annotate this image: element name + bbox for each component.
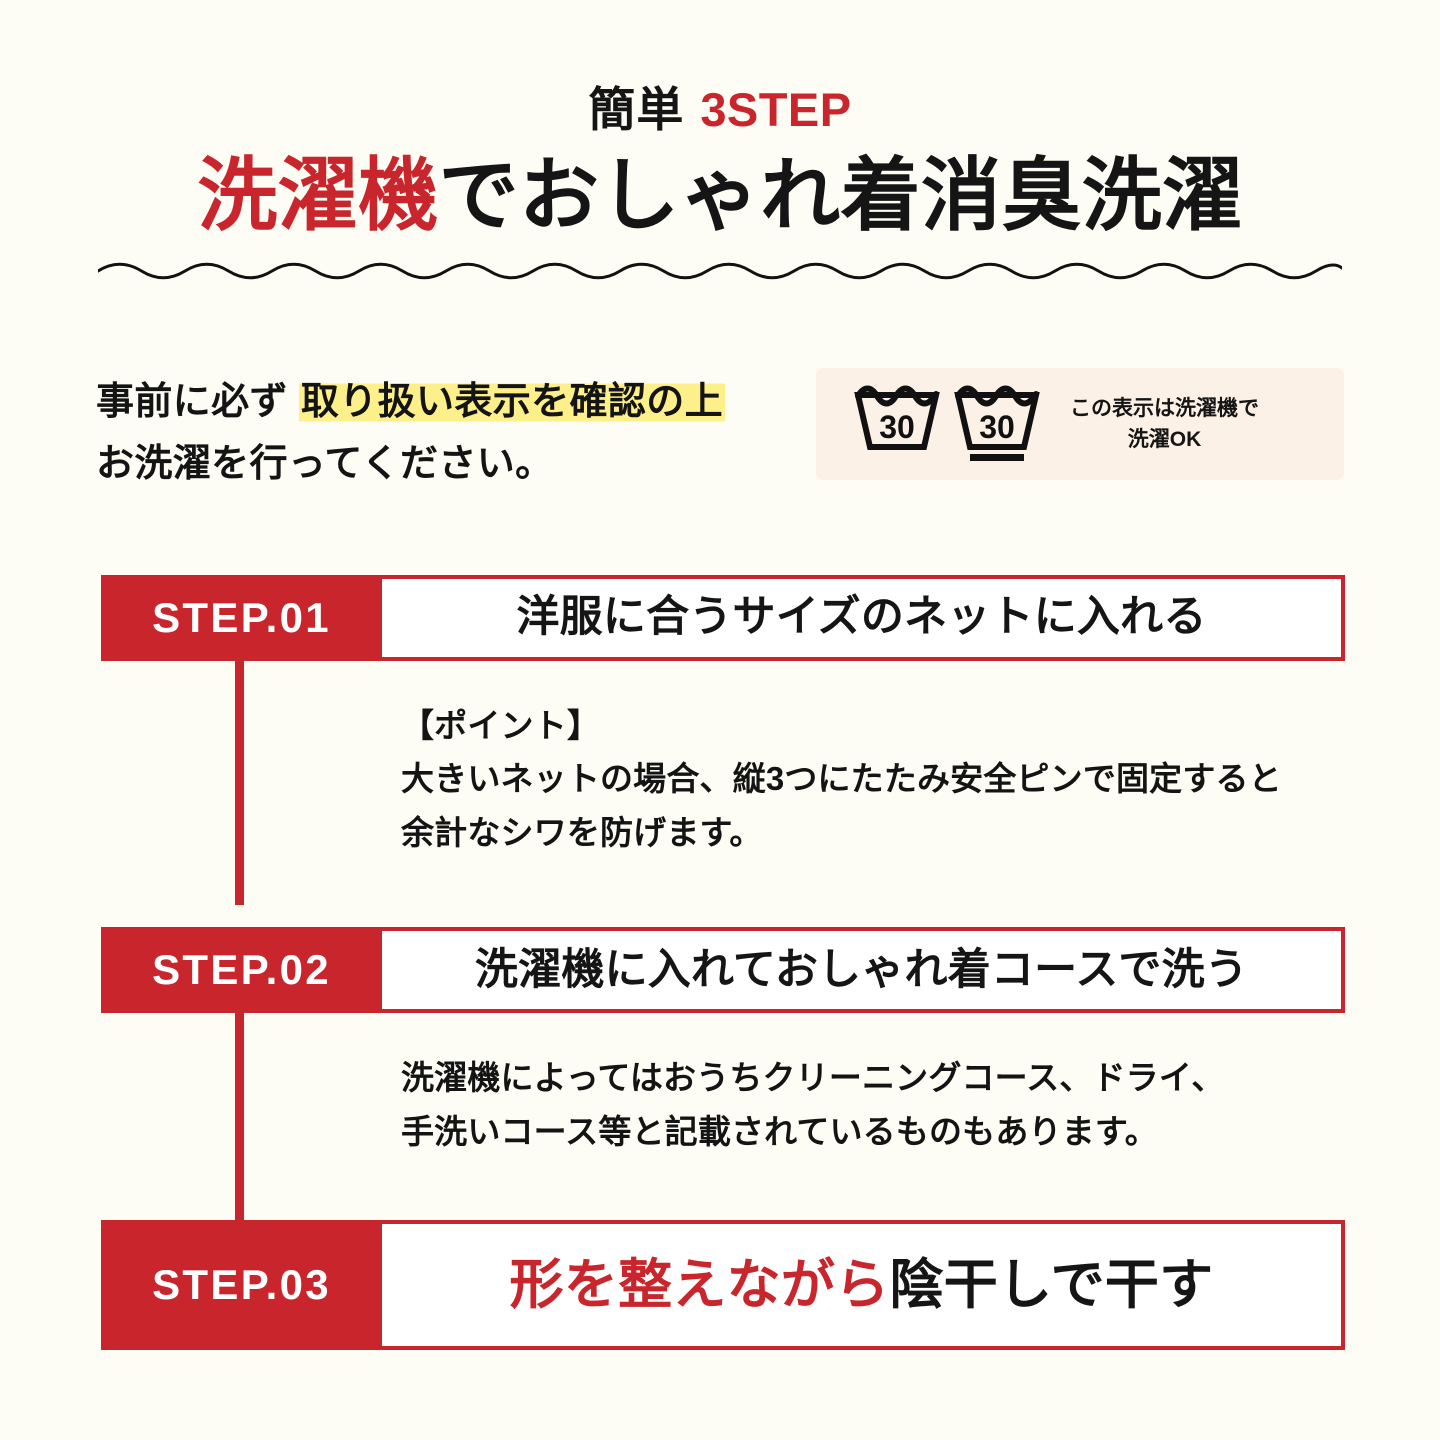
care-symbol-group: 30 30 (854, 385, 1040, 463)
notice-line-1: 事前に必ず 取り扱い表示を確認の上 (96, 372, 726, 434)
step-connector-1 (235, 655, 244, 905)
step-tag-2: STEP.02 (101, 927, 382, 1014)
eyebrow-prefix: 簡単 (588, 83, 685, 136)
page-title: 洗濯機でおしゃれ着消臭洗濯 (0, 151, 1440, 240)
step-title-rest-3: 陰干しで干す (889, 1254, 1214, 1315)
notice-line-2: お洗濯を行ってください。 (96, 442, 554, 485)
wavy-divider (0, 257, 1440, 283)
step-row-2: STEP.02 洗濯機に入れておしゃれ着コースで洗う (101, 927, 1345, 1014)
step-description-2: 洗濯機によってはおうちクリーニングコース、ドライ、 手洗いコース等と記載されてい… (101, 1013, 1345, 1158)
step-desc-line: 洗濯機によってはおうちクリーニングコース、ドライ、 (401, 1059, 1225, 1097)
header: 簡単 3STEP 洗濯機でおしゃれ着消臭洗濯 (0, 0, 1440, 283)
care-note-line-2: 洗濯OK (1127, 428, 1202, 451)
step-desc-line: 【ポイント】 (401, 707, 600, 744)
step-title-label-2: 洗濯機に入れておしゃれ着コースで洗う (474, 945, 1249, 994)
step-title-box-3: 形を整えながら陰干しで干す (382, 1220, 1345, 1351)
notice-prefix: 事前に必ず (96, 381, 299, 423)
step-desc-line: 余計なシワを防げます。 (401, 813, 763, 851)
step-block-1: STEP.01 洋服に合うサイズのネットに入れる 【ポイント】 大きいネットの場… (101, 575, 1345, 905)
step-desc-line: 手洗いコース等と記載されているものもあります。 (401, 1112, 1158, 1150)
step-tag-label-2: STEP.02 (152, 946, 331, 994)
step-block-2: STEP.02 洗濯機に入れておしゃれ着コースで洗う 洗濯機によってはおうちクリ… (101, 927, 1345, 1250)
notice-text: 事前に必ず 取り扱い表示を確認の上 お洗濯を行ってください。 (96, 368, 726, 495)
washtub-30-mild-icon: 30 (954, 385, 1040, 461)
page-title-rest: でおしゃれ着消臭洗濯 (438, 151, 1243, 240)
step-title-label-3: 形を整えながら陰干しで干す (509, 1254, 1214, 1315)
step-title-box-2: 洗濯機に入れておしゃれ着コースで洗う (382, 927, 1345, 1014)
step-row-1: STEP.01 洋服に合うサイズのネットに入れる (101, 575, 1345, 661)
svg-text:30: 30 (979, 409, 1015, 445)
notice-section: 事前に必ず 取り扱い表示を確認の上 お洗濯を行ってください。 30 30 (0, 368, 1440, 495)
step-desc-line: 大きいネットの場合、縦3つにたたみ安全ピンで固定すると (401, 760, 1282, 798)
step-tag-label-3: STEP.03 (152, 1261, 331, 1309)
page-title-accent: 洗濯機 (197, 151, 439, 240)
svg-text:30: 30 (879, 409, 915, 445)
step-tag-3: STEP.03 (101, 1220, 382, 1351)
step-title-accent-3: 形を整えながら (509, 1254, 890, 1315)
step-title-box-1: 洋服に合うサイズのネットに入れる (382, 575, 1345, 661)
step-tag-1: STEP.01 (101, 575, 382, 661)
step-connector-2 (235, 1007, 244, 1250)
care-label-note: この表示は洗濯機で 洗濯OK (1070, 393, 1259, 455)
step-block-3: STEP.03 形を整えながら陰干しで干す (101, 1220, 1345, 1351)
washtub-30-icon: 30 (854, 385, 940, 450)
care-note-line-1: この表示は洗濯機で (1070, 396, 1259, 420)
step-tag-label-1: STEP.01 (152, 594, 331, 641)
step-row-3: STEP.03 形を整えながら陰干しで干す (101, 1220, 1345, 1351)
eyebrow: 簡単 3STEP (0, 86, 1440, 133)
care-label-box: 30 30 この表示は洗濯機で 洗濯OK (816, 368, 1344, 480)
step-title-label-1: 洋服に合うサイズのネットに入れる (516, 593, 1207, 642)
steps-section: STEP.01 洋服に合うサイズのネットに入れる 【ポイント】 大きいネットの場… (101, 575, 1345, 1351)
notice-highlight: 取り扱い表示を確認の上 (298, 381, 726, 423)
eyebrow-accent: 3STEP (700, 83, 852, 136)
step-description-1: 【ポイント】 大きいネットの場合、縦3つにたたみ安全ピンで固定すると 余計なシワ… (101, 661, 1345, 859)
